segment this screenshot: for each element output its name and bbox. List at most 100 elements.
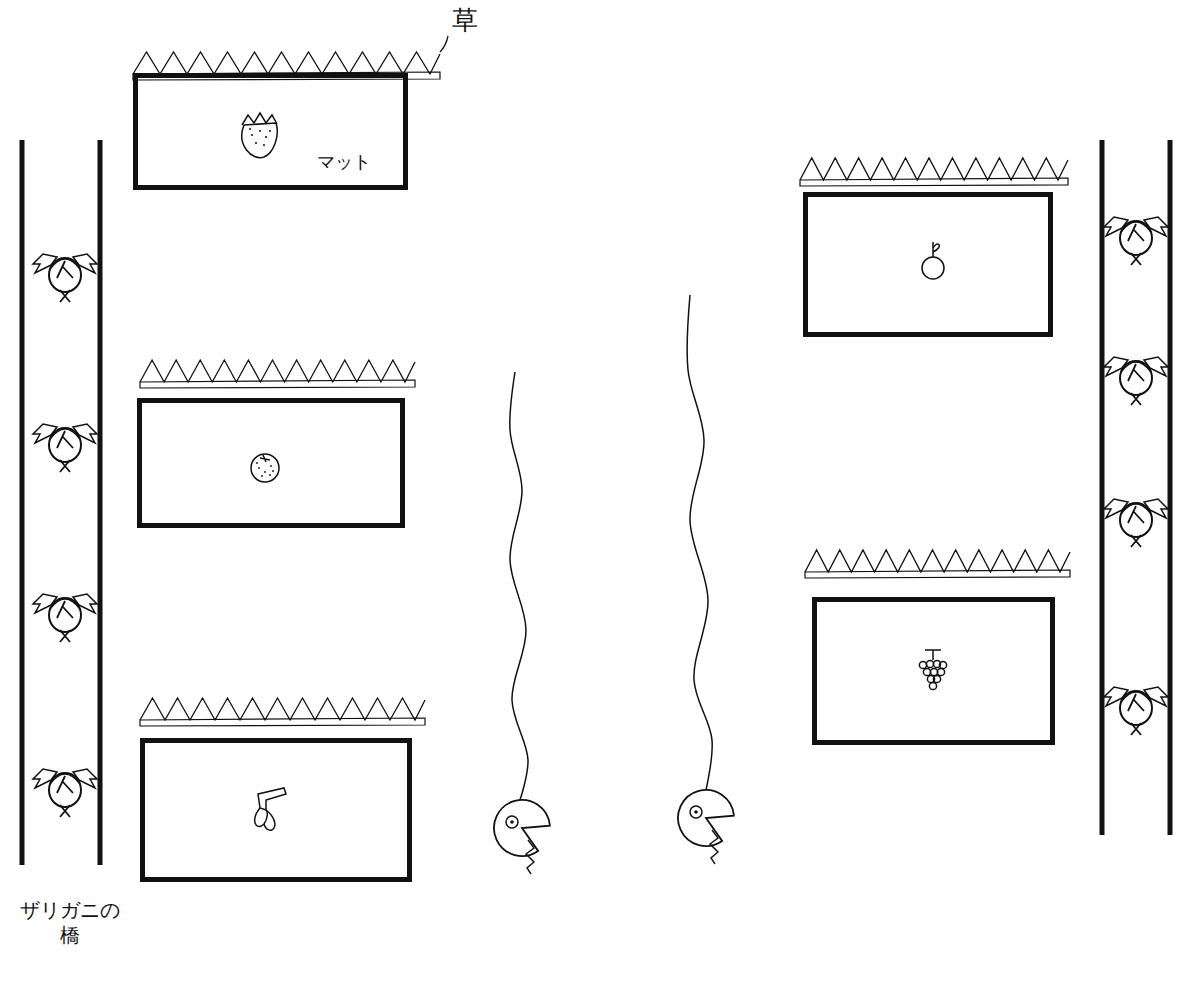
snake-figure bbox=[494, 372, 550, 874]
mat-outline bbox=[806, 195, 1051, 335]
face-mark bbox=[1128, 364, 1144, 381]
apple-icon bbox=[922, 257, 944, 279]
snake-pupil bbox=[510, 820, 514, 824]
bangs bbox=[1121, 504, 1151, 514]
grass-label: 草 bbox=[452, 4, 478, 37]
mat-outline bbox=[140, 401, 403, 526]
grape bbox=[939, 661, 946, 668]
banana-icon bbox=[255, 808, 268, 827]
bangs bbox=[1121, 692, 1151, 702]
crayfish-bridge bbox=[1102, 140, 1170, 835]
face-mark bbox=[1128, 694, 1144, 711]
neck-mark bbox=[60, 460, 70, 472]
neck-mark bbox=[60, 290, 70, 302]
child-face bbox=[33, 254, 97, 302]
mat-label: マット bbox=[317, 151, 371, 173]
orange-stem bbox=[260, 455, 270, 462]
snake-head bbox=[678, 790, 734, 846]
peel-dot bbox=[256, 462, 258, 464]
banana-icon bbox=[258, 788, 286, 810]
bangs bbox=[50, 774, 80, 784]
peel-dot bbox=[270, 465, 272, 467]
leader-line bbox=[440, 36, 448, 52]
face-mark bbox=[1128, 224, 1144, 241]
crayfish-bridge bbox=[22, 140, 100, 865]
banana-icon bbox=[264, 810, 275, 830]
grass-base bbox=[140, 380, 415, 388]
apple-stem bbox=[932, 242, 934, 257]
neck-mark bbox=[60, 630, 70, 642]
peel-dot bbox=[258, 467, 260, 469]
grass-zigzag bbox=[140, 698, 425, 720]
child-face bbox=[1104, 499, 1168, 547]
snake-pupil bbox=[694, 810, 698, 814]
apple-leaf bbox=[933, 244, 939, 252]
grass-zigzag bbox=[805, 550, 1070, 572]
play-mat bbox=[805, 550, 1070, 743]
play-mat bbox=[800, 158, 1068, 335]
grape-stem bbox=[925, 650, 941, 660]
head bbox=[49, 773, 81, 807]
grape bbox=[933, 675, 940, 682]
neck-mark bbox=[1131, 393, 1141, 405]
child-face bbox=[33, 594, 97, 642]
grass-base bbox=[805, 570, 1070, 578]
face-mark bbox=[57, 776, 73, 793]
neck-mark bbox=[60, 805, 70, 817]
seed-dot bbox=[269, 130, 271, 132]
child-face bbox=[1104, 687, 1168, 735]
seed-dot bbox=[263, 144, 265, 146]
grass-zigzag bbox=[133, 52, 440, 74]
bridge-rail bbox=[1168, 140, 1173, 835]
face-mark bbox=[1128, 506, 1144, 523]
bridge-rail bbox=[98, 140, 103, 865]
bridge-label: ザリガニの 橋 bbox=[14, 898, 126, 948]
mat-outline bbox=[815, 600, 1053, 743]
mat-outline bbox=[143, 741, 410, 880]
grape bbox=[937, 668, 944, 675]
snake-head bbox=[494, 800, 550, 856]
face-mark bbox=[57, 601, 73, 618]
grass-zigzag bbox=[140, 360, 415, 382]
seed-dot bbox=[255, 142, 257, 144]
snake-tail bbox=[687, 295, 712, 790]
grass-base bbox=[140, 718, 425, 726]
head bbox=[49, 428, 81, 462]
strawberry-leaves bbox=[242, 113, 277, 125]
bridge-rail bbox=[1100, 140, 1105, 835]
head bbox=[1120, 691, 1152, 725]
bangs bbox=[50, 259, 80, 269]
grape bbox=[919, 661, 926, 668]
peel-dot bbox=[272, 470, 274, 472]
seed-dot bbox=[249, 128, 251, 130]
grass-zigzag bbox=[800, 158, 1068, 180]
peel-dot bbox=[269, 474, 271, 476]
bangs bbox=[1121, 362, 1151, 372]
snake-eye bbox=[506, 816, 518, 828]
snake-figure bbox=[678, 295, 734, 864]
neck-mark bbox=[1131, 535, 1141, 547]
seed-dot bbox=[259, 130, 261, 132]
child-face bbox=[1104, 357, 1168, 405]
grape bbox=[929, 682, 936, 689]
peel-dot bbox=[264, 471, 266, 473]
head bbox=[1120, 221, 1152, 255]
strawberry-icon bbox=[242, 123, 277, 158]
play-mat bbox=[133, 52, 440, 158]
grape bbox=[923, 668, 930, 675]
mat-box: マット bbox=[133, 73, 408, 190]
bangs bbox=[1121, 222, 1151, 232]
child-face bbox=[33, 769, 97, 817]
child-face bbox=[33, 424, 97, 472]
child-face bbox=[1104, 217, 1168, 265]
snake-tongue bbox=[526, 840, 534, 874]
bangs bbox=[50, 599, 80, 609]
face-mark bbox=[57, 261, 73, 278]
seed-dot bbox=[251, 134, 253, 136]
bridge-rail bbox=[20, 140, 25, 865]
neck-mark bbox=[1131, 253, 1141, 265]
snake-eye bbox=[690, 806, 702, 818]
play-mat bbox=[140, 360, 416, 526]
neck-mark bbox=[1131, 723, 1141, 735]
